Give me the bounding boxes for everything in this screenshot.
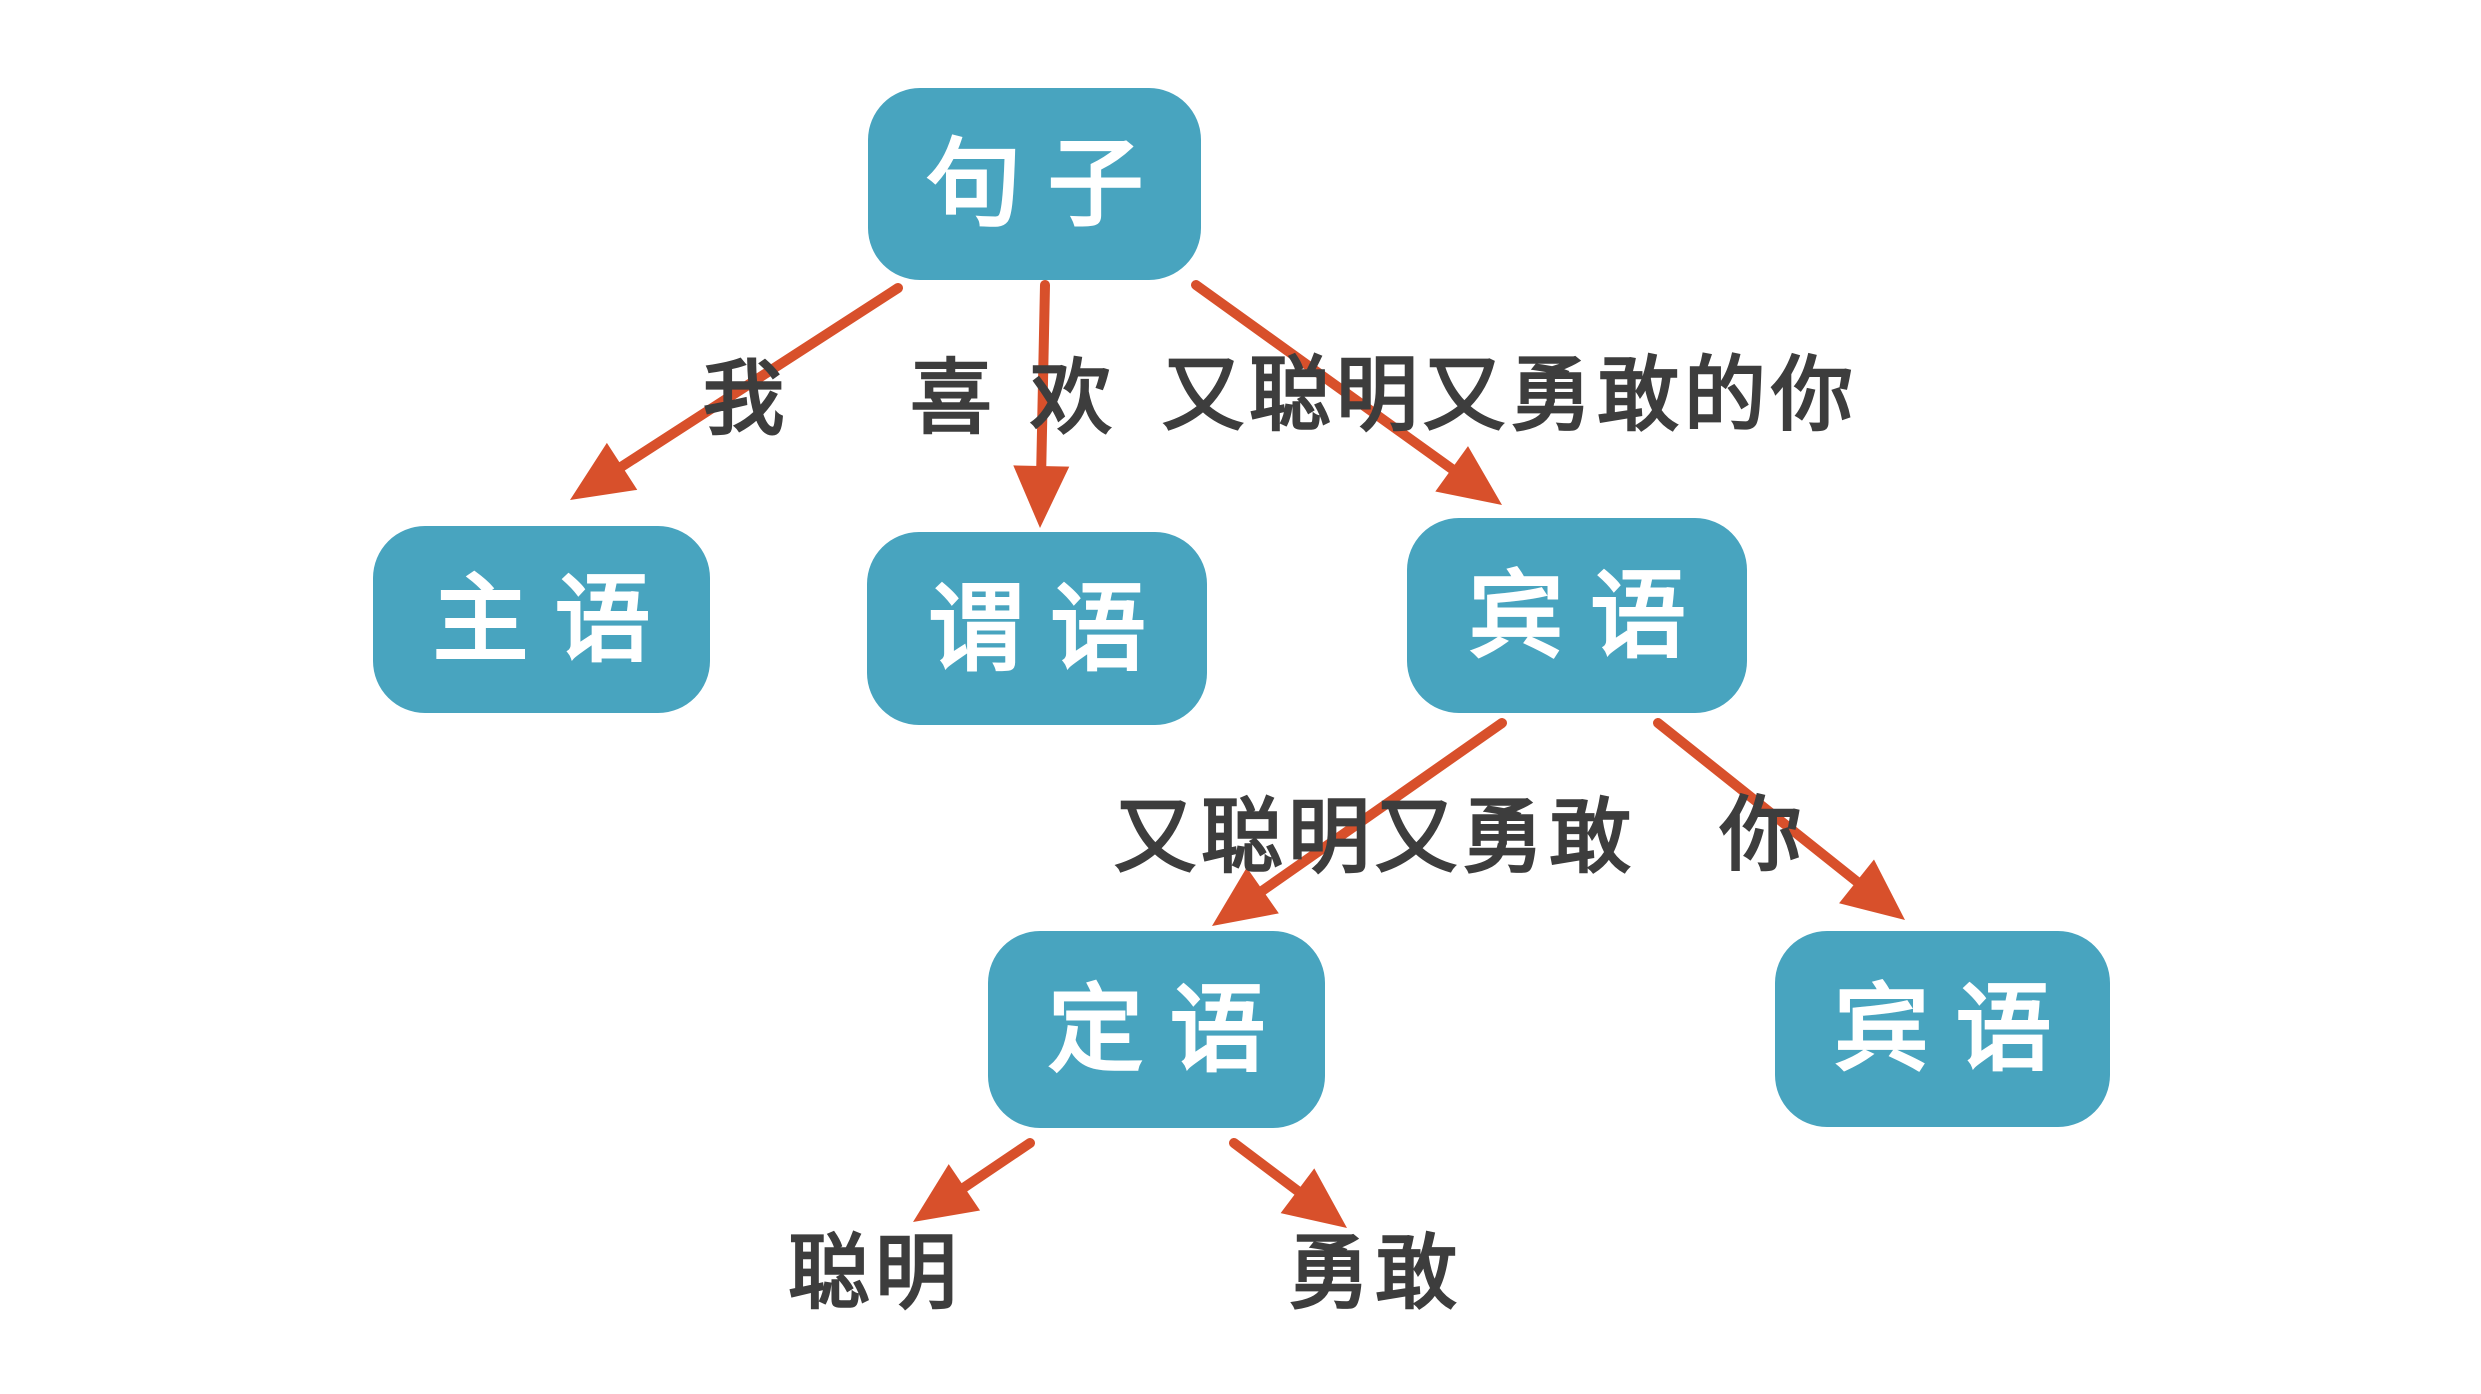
edge-object-object-2 [1653,718,1905,920]
edge-attributive-leaf-brave [1229,1138,1347,1228]
node-label: 宾语 [1468,559,1712,672]
edge-label-sentence-subject: 我 [702,352,790,447]
edge-label-sentence-predicate: 喜欢 [909,351,1151,446]
node-label: 定语 [1047,973,1292,1086]
arrow-shaft [605,283,903,479]
node-object: 宾语 [1407,518,1747,713]
node-sentence: 句子 [868,88,1201,280]
edge-sentence-predicate [1013,280,1070,528]
edge-label-object-attributive: 又聪明又勇敢 [1113,790,1637,885]
edge-attributive-leaf-smart [913,1138,1035,1222]
arrow-shaft [1246,718,1507,904]
arrow-shaft [947,1138,1035,1201]
arrow-head-icon [1013,465,1070,528]
node-subject: 主语 [373,526,710,713]
arrow-head-icon [1839,859,1905,920]
node-label: 句子 [925,128,1170,240]
arrow-shaft [1035,280,1050,486]
node-label: 宾语 [1833,973,2078,1085]
edge-object-attributive [1212,718,1507,926]
node-attributive: 定语 [988,931,1325,1128]
edge-label-object-object-2: 你 [1719,788,1807,883]
arrow-head-icon [1280,1168,1347,1228]
edge-label-sentence-object: 又聪明又勇敢的你 [1161,348,1859,443]
node-predicate: 谓语 [867,532,1207,725]
arrow-shaft [1191,280,1469,482]
edge-sentence-object [1191,280,1502,505]
leaf-brave: 勇敢 [1287,1226,1463,1321]
node-label: 谓语 [928,572,1172,685]
node-label: 主语 [432,563,677,676]
arrow-head-icon [1435,446,1502,505]
arrow-head-icon [1212,867,1279,926]
leaf-smart: 聪明 [787,1226,963,1321]
edge-sentence-subject [570,283,903,500]
arrow-head-icon [570,442,638,500]
node-object-2: 宾语 [1775,931,2110,1127]
arrow-head-icon [913,1164,981,1222]
arrow-shaft [1653,718,1873,896]
arrow-shaft [1229,1138,1314,1205]
